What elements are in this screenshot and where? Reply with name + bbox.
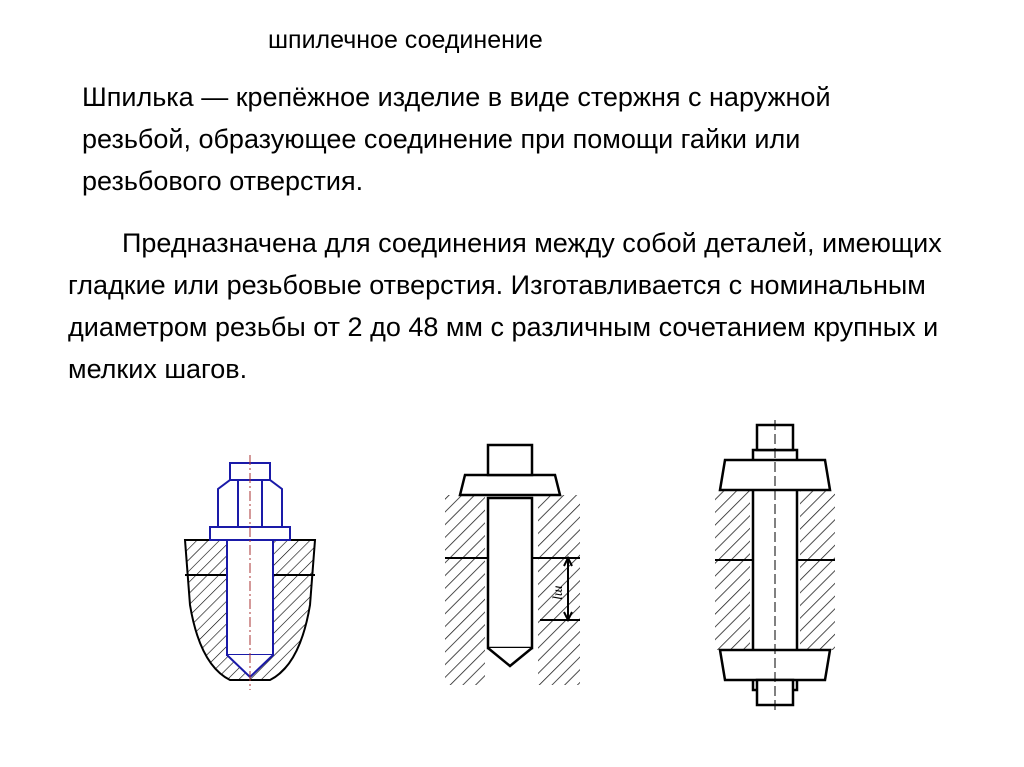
stud-connection-drawing-1 [183,455,317,690]
slide-title: шпилечное соединение [268,26,543,54]
definition-paragraph: Шпилька — крепёжное изделие в виде стерж… [82,82,831,196]
dimension-label: lш [551,585,566,600]
description-paragraph: Предназначена для соединения между собой… [68,228,942,384]
stud-connection-drawing-2: lш [445,443,580,685]
stud-connection-drawing-3 [715,420,835,710]
